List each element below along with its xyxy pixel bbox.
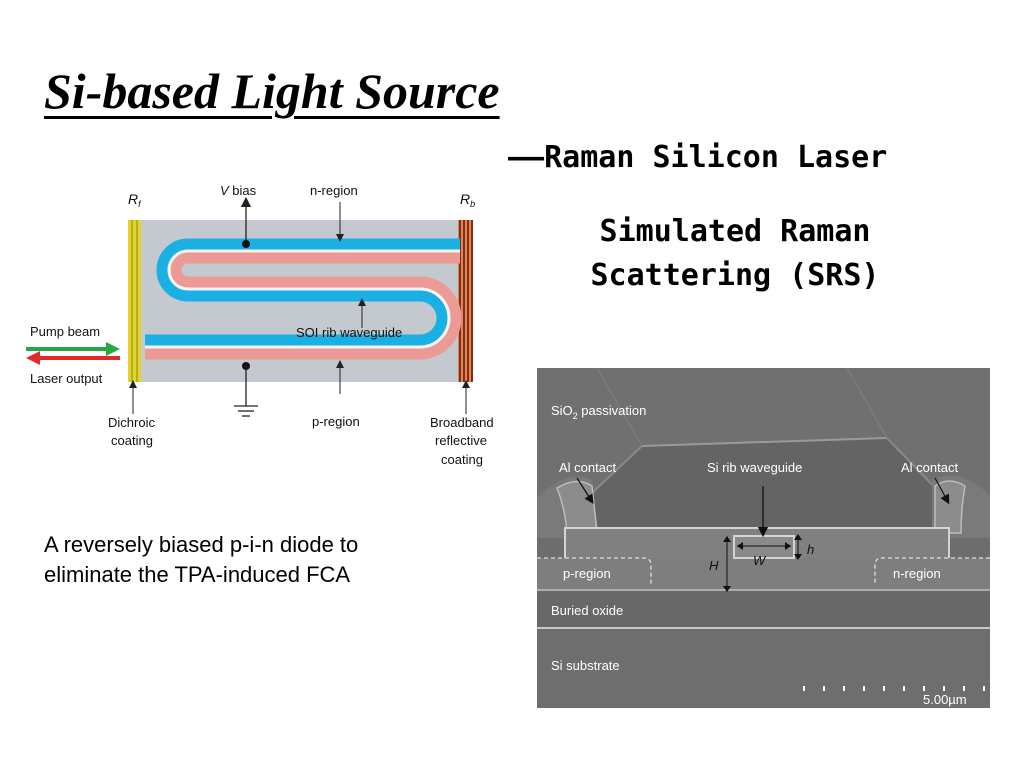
dichroic-label-line2: coating — [111, 433, 153, 448]
serpentine-waveguide — [145, 238, 462, 360]
height-big-h-label: H — [709, 558, 719, 573]
svg-text:V bias: V bias — [220, 183, 257, 198]
broadband-label-line1: Broadband — [430, 415, 494, 430]
svg-text:Rf: Rf — [128, 191, 142, 209]
dichroic-label-line1: Dichroic — [108, 415, 155, 430]
broadband-reflective-coating-layer — [458, 220, 473, 382]
p-region-sem-label: p-region — [563, 566, 611, 581]
laser-output-label: Laser output — [30, 371, 103, 386]
rb-label: R — [460, 191, 470, 207]
slide-title: Si-based Light Source — [44, 63, 500, 119]
al-contact-right-label: Al contact — [901, 460, 958, 475]
svg-text:SiO2 passivation: SiO2 passivation — [551, 403, 646, 421]
sio2-label: SiO — [551, 403, 573, 418]
n-region-sem-label: n-region — [893, 566, 941, 581]
rb-subscript: b — [470, 199, 475, 209]
p-region-label: p-region — [312, 414, 360, 429]
buried-oxide-label: Buried oxide — [551, 603, 623, 618]
sio2-passivation-label: passivation — [578, 403, 647, 418]
ground-symbol — [234, 362, 258, 417]
scale-label: 5.00µm — [923, 692, 967, 707]
srs-heading-line1: Simulated Raman — [599, 214, 871, 249]
caption-line2: eliminate the TPA-induced FCA — [44, 562, 351, 587]
srs-heading: Simulated Raman Scattering (SRS) — [540, 210, 930, 298]
vbias-label: bias — [229, 183, 257, 198]
broadband-label-line3: coating — [441, 452, 483, 467]
caption-line1: A reversely biased p-i-n diode to — [44, 532, 359, 557]
vbias-v: V — [220, 183, 230, 198]
scale-bar — [803, 686, 985, 691]
rf-label: R — [128, 191, 138, 207]
diode-caption: A reversely biased p-i-n diode to elimin… — [44, 530, 484, 590]
n-region-label: n-region — [310, 183, 358, 198]
sem-cross-section: SiO2 passivation Al contact Al contact S… — [537, 368, 990, 708]
height-h-label: h — [807, 542, 814, 557]
waveguide-label: SOI rib waveguide — [296, 325, 402, 340]
sio2-subscript: 2 — [573, 411, 578, 421]
v-bias-terminal: V bias — [220, 183, 257, 248]
slide-subtitle: ——Raman Silicon Laser — [508, 140, 888, 175]
si-substrate-label: Si substrate — [551, 658, 620, 673]
srs-heading-line2: Scattering (SRS) — [590, 258, 880, 293]
si-rib-waveguide-label: Si rib waveguide — [707, 460, 802, 475]
laser-output-arrow — [26, 351, 120, 365]
al-contact-left-label: Al contact — [559, 460, 616, 475]
pump-beam-label: Pump beam — [30, 324, 100, 339]
width-w-label: W — [753, 553, 767, 568]
broadband-label-line2: reflective — [435, 433, 487, 448]
pump-beam-arrow — [26, 342, 120, 356]
raman-laser-diagram: V bias n-region SOI rib waveguide p-regi… — [26, 183, 494, 467]
svg-text:Rb: Rb — [460, 191, 475, 209]
rf-subscript: f — [138, 199, 142, 209]
dichroic-coating-layer — [128, 220, 141, 382]
